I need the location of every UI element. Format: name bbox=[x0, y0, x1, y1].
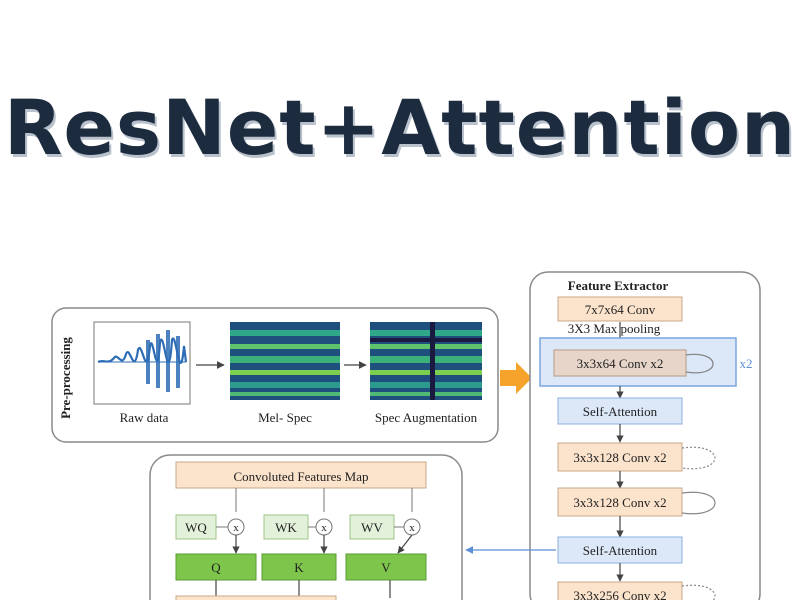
preprocessing-label: Pre-processing bbox=[58, 337, 73, 419]
attention-module-panel: Convoluted Features Map WQ x WK x WV x Q… bbox=[149, 454, 463, 600]
block3-label: 3x3x128 Conv x2 bbox=[573, 495, 666, 510]
spec-augmentation-image bbox=[370, 322, 482, 400]
orange-flow-arrow bbox=[500, 362, 532, 394]
feature-extractor-panel: Feature Extractor 7x7x64 Conv 3X3 Max po… bbox=[529, 271, 761, 600]
weight-wq-label: WQ bbox=[185, 520, 207, 535]
weight-wk-label: WK bbox=[275, 520, 297, 535]
weight-wv-label: WV bbox=[361, 520, 383, 535]
page-title: ResNet+Attention bbox=[3, 83, 797, 172]
block1-label: 3x3x64 Conv x2 bbox=[577, 356, 664, 371]
output-v-label: V bbox=[381, 560, 391, 575]
preprocessing-panel: Pre-processing Raw data Mel- Spec bbox=[51, 307, 499, 443]
conv1-label: 7x7x64 Conv bbox=[585, 302, 656, 317]
step-label-raw-data: Raw data bbox=[120, 410, 169, 425]
output-k-label: K bbox=[294, 560, 304, 575]
step-label-mel-spec: Mel- Spec bbox=[258, 410, 312, 425]
block4-label: 3x3x256 Conv x2 bbox=[573, 588, 666, 600]
repeat-label: x2 bbox=[740, 356, 753, 371]
multiply-wk-icon: x bbox=[321, 522, 327, 534]
multiply-wv-icon: x bbox=[409, 522, 415, 534]
attn1-label: Self-Attention bbox=[583, 404, 658, 419]
pool-label: 3X3 Max pooling bbox=[568, 321, 661, 336]
raw-data-waveform bbox=[93, 321, 191, 405]
mel-spectrogram-image bbox=[230, 322, 340, 400]
features-map-label: Convoluted Features Map bbox=[233, 469, 368, 484]
block2-label: 3x3x128 Conv x2 bbox=[573, 450, 666, 465]
output-q-label: Q bbox=[211, 560, 221, 575]
step-label-spec-augmentation: Spec Augmentation bbox=[375, 410, 478, 425]
attn2-label: Self-Attention bbox=[583, 543, 658, 558]
feature-extractor-heading: Feature Extractor bbox=[568, 278, 669, 293]
multiply-wq-icon: x bbox=[233, 522, 239, 534]
